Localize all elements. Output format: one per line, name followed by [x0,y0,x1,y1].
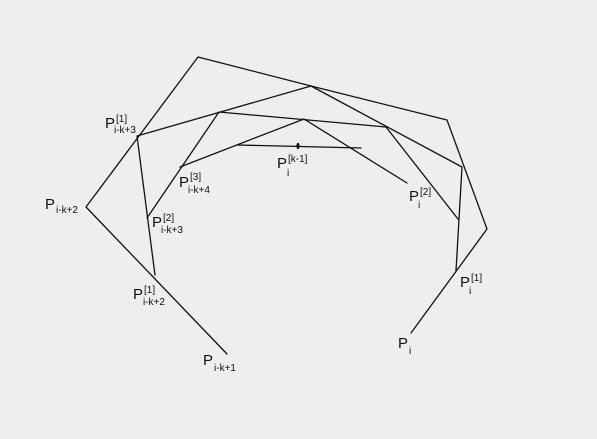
label-p-i: Pi [398,335,411,357]
label-pk1-i-base: P [277,155,287,172]
label-p3-ik4-sup: [3] [190,172,201,183]
label-p-ik2-sub: i-k+2 [56,205,78,216]
label-p3-ik4-sub: i-k+4 [188,185,210,196]
label-p2-ik3-sub: i-k+3 [161,225,183,236]
label-p1-i-base: P [460,274,470,291]
level-1-polygon [136,85,463,276]
label-p2-ik3: P[2]i-k+3 [152,213,183,236]
label-p3-ik4-base: P [179,174,189,191]
label-p2-ik3-base: P [152,214,162,231]
label-pk1-i-sup: [k-1] [288,154,308,165]
label-p1-i-sup: [1] [471,273,482,284]
label-p1-ik2-sup: [1] [144,285,155,296]
label-p1-ik2-base: P [133,286,143,303]
label-p-ik2: Pi-k+2 [45,196,78,216]
label-p1-ik2: P[1]i-k+2 [133,285,165,308]
label-p-i-sub: i [409,346,411,357]
label-p2-i: P[2]i [409,187,431,211]
label-p2-i-sub: i [418,200,420,211]
label-p1-ik3-base: P [105,115,115,132]
label-p1-ik3-sup: [1] [116,114,127,125]
label-p2-i-sup: [2] [420,187,431,198]
label-p-i-base: P [398,335,408,352]
label-p-ik1-sub: i-k+1 [214,363,236,374]
label-p1-i: P[1]i [460,273,482,297]
label-p3-ik4: P[3] i-k+4 [179,172,210,196]
label-p-ik1: Pi-k+1 [203,352,236,374]
label-p-ik2-base: P [45,196,55,213]
label-pk1-i-sub: i [287,168,289,179]
label-p2-ik3-sup: [2] [163,213,174,224]
label-p1-ik3-sub: i-k+3 [114,125,136,136]
label-p1-ik3: P[1]i-k+3 [105,114,136,136]
label-p1-ik2-sub: i-k+2 [143,297,165,308]
final-point-marker [296,142,300,150]
label-p1-i-sub: i [469,286,471,297]
label-p2-i-base: P [409,188,419,205]
level-3-polygon [179,118,408,184]
label-pk1-i: P[k-1] i [277,154,308,179]
label-p-ik1-base: P [203,352,213,369]
